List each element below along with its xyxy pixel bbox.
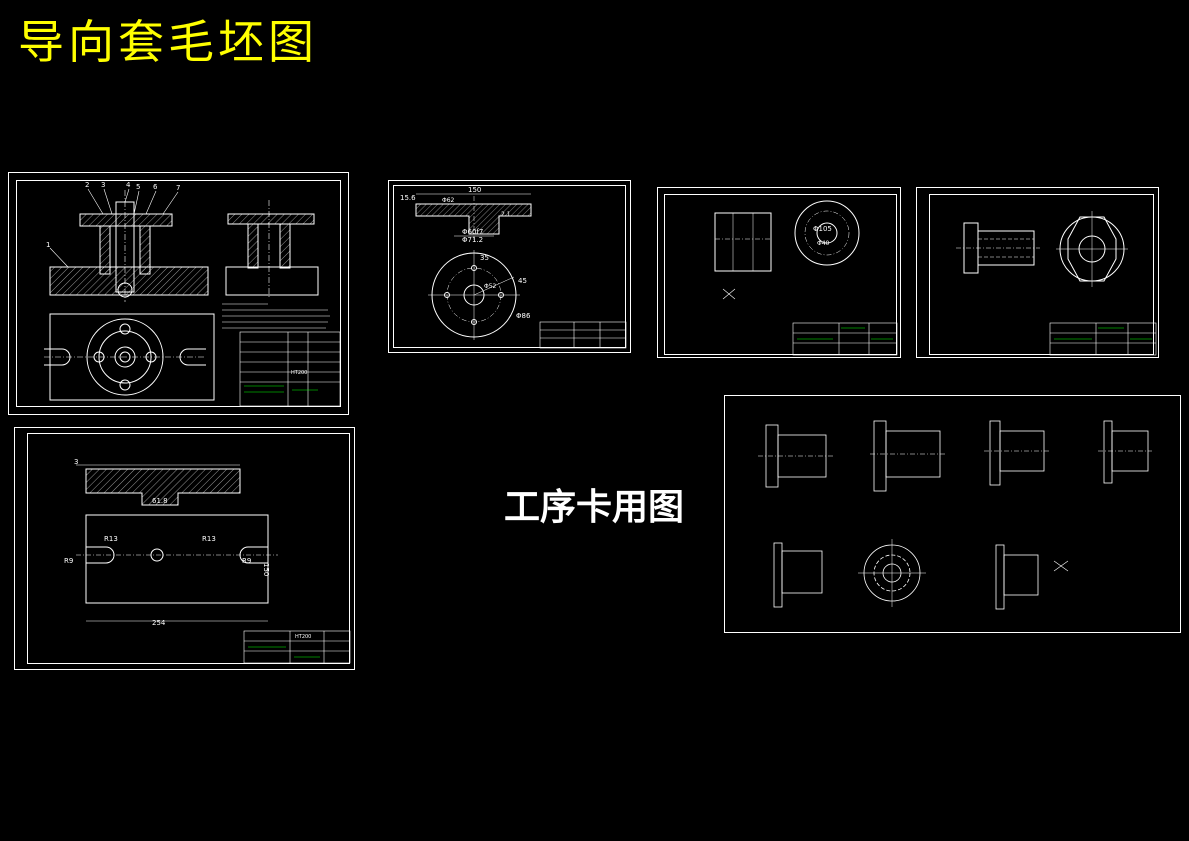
op-view-6 xyxy=(858,539,926,607)
process-views-drawing xyxy=(724,395,1181,633)
process-card-title: 工序卡用图 xyxy=(504,487,685,528)
operation-drawing-a: Φ105 Φ40 xyxy=(657,187,901,358)
blank-drawing-sheet[interactable]: 150 15.6 Φ62 Φ60f7 Φ71.2 2.1 35 45 Φ86 Φ… xyxy=(388,180,631,353)
dim-phi62: Φ62 xyxy=(442,197,455,204)
nut xyxy=(117,282,133,298)
balloon-2: 2 xyxy=(85,181,89,189)
op-view-1 xyxy=(758,424,834,488)
base-plate-section xyxy=(85,468,241,506)
dim-61-8: 61.8 xyxy=(152,497,168,505)
clamp-plate xyxy=(79,213,173,227)
dim-r13-left: R13 xyxy=(104,535,118,543)
dim-45: 45 xyxy=(518,277,527,285)
balloon-7: 7 xyxy=(176,184,180,192)
dim-150-side: 150 xyxy=(262,563,270,576)
base-plate-plan xyxy=(85,514,269,604)
balloon-5: 5 xyxy=(136,183,140,191)
blank-title-block xyxy=(539,321,627,349)
dim-254: 254 xyxy=(152,619,166,627)
dim-15-6: 15.6 xyxy=(400,194,416,202)
fixture-assembly-drawing: 2 3 4 5 6 7 1 xyxy=(8,172,349,415)
base-plate-material: HT200 xyxy=(295,634,311,640)
title-block-accents xyxy=(244,385,318,393)
fixture-assembly-sheet[interactable]: 2 3 4 5 6 7 1 xyxy=(8,172,349,415)
material-label: HT200 xyxy=(291,370,307,376)
dim-phi71-2: Φ71.2 xyxy=(462,236,483,244)
balloon-6: 6 xyxy=(153,183,158,191)
dim-r13-right: R13 xyxy=(202,535,216,543)
balloon-1: 1 xyxy=(46,241,50,249)
balloon-3: 3 xyxy=(101,181,105,189)
dim-150: 150 xyxy=(468,186,481,194)
dim-phi60f7: Φ60f7 xyxy=(462,228,483,236)
dim-phi105: Φ105 xyxy=(813,225,832,233)
operation-sheet-a[interactable]: Φ105 Φ40 xyxy=(657,187,901,358)
balloon-4: 4 xyxy=(126,181,131,189)
operation-drawing-b xyxy=(916,187,1159,358)
op-view-2 xyxy=(870,420,946,492)
dim-phi52: Φ52 xyxy=(484,283,497,290)
drawing-frame xyxy=(16,180,341,407)
operation-sheet-b[interactable] xyxy=(916,187,1159,358)
side-base xyxy=(225,266,319,296)
op-a-outer-circle xyxy=(794,200,860,266)
guide-sleeve-left xyxy=(99,225,111,275)
op-view-3 xyxy=(984,420,1050,486)
base-plate-title-block xyxy=(243,630,351,664)
dim-phi86: Φ86 xyxy=(516,312,531,320)
dim-r9-left: R9 xyxy=(64,557,73,565)
process-views-sheet[interactable] xyxy=(724,395,1181,633)
dim-2-1: 2.1 xyxy=(501,211,511,218)
base-plate-drawing: 3 61.8 R13 R13 R9 R9 254 150 HT200 xyxy=(14,427,355,670)
base-plate-sheet[interactable]: 3 61.8 R13 R13 R9 R9 254 150 HT200 xyxy=(14,427,355,670)
dim-r9-right: R9 xyxy=(242,557,251,565)
op-view-5 xyxy=(773,542,823,608)
parts-list xyxy=(239,331,341,407)
op-view-7 xyxy=(995,544,1069,610)
sheet-border xyxy=(8,172,349,415)
dim-phi40: Φ40 xyxy=(817,240,830,247)
blank-drawing: 150 15.6 Φ62 Φ60f7 Φ71.2 2.1 35 45 Φ86 Φ… xyxy=(388,180,631,353)
op-a-title-block xyxy=(792,322,898,356)
base-section xyxy=(49,266,209,296)
op-view-4 xyxy=(1098,420,1152,484)
guide-sleeve-right xyxy=(139,225,151,275)
op-b-title-block xyxy=(1049,322,1157,356)
drawing-title: 导向套毛坯图 xyxy=(18,15,318,69)
dim-3: 3 xyxy=(74,458,78,466)
dim-35: 35 xyxy=(480,254,489,262)
